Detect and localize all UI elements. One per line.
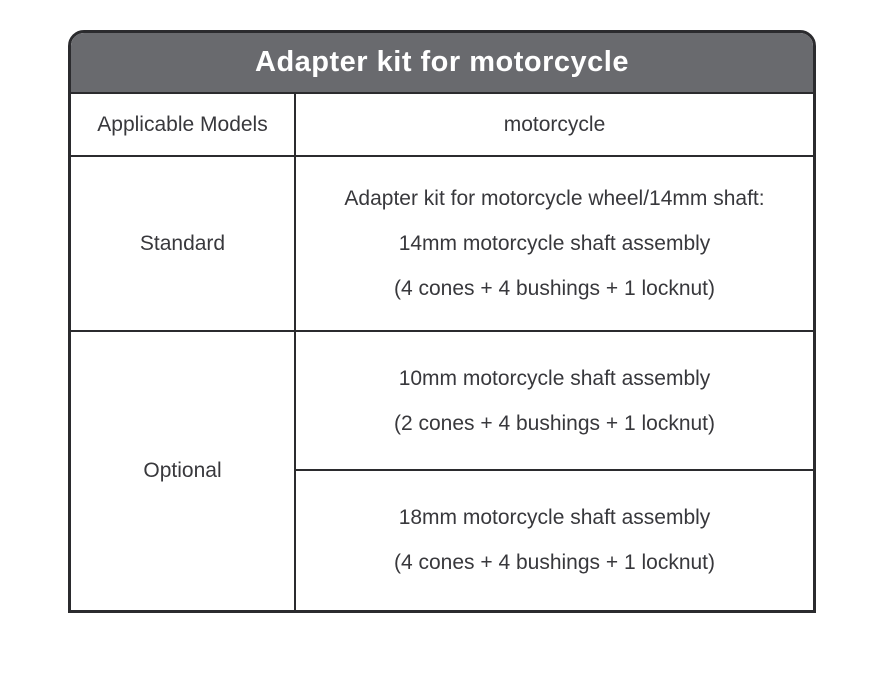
cell-line-optional-10mm-1: 10mm motorcycle shaft assembly: [398, 366, 711, 390]
row-label-applicable-models: Applicable Models: [71, 94, 296, 155]
row-label-standard: Standard: [71, 157, 296, 330]
cell-line-optional-18mm-1: 18mm motorcycle shaft assembly: [398, 505, 711, 529]
row-label-optional: Optional: [71, 332, 296, 610]
cell-applicable-models: motorcycle: [296, 94, 813, 155]
cell-optional-18mm: 18mm motorcycle shaft assembly (4 cones …: [296, 471, 813, 608]
table-row-optional: Optional 10mm motorcycle shaft assembly …: [71, 332, 813, 610]
cell-line-standard-3: (4 cones + 4 bushings + 1 locknut): [393, 277, 716, 300]
table-title: Adapter kit for motorcycle: [71, 33, 813, 94]
cell-line-optional-18mm-2: (4 cones + 4 bushings + 1 locknut): [393, 550, 716, 574]
cell-line-optional-10mm-2: (2 cones + 4 bushings + 1 locknut): [393, 411, 716, 435]
cell-line-standard-2: 14mm motorcycle shaft assembly: [398, 232, 711, 255]
cell-optional-group: 10mm motorcycle shaft assembly (2 cones …: [296, 332, 813, 610]
table-row-standard: Standard Adapter kit for motorcycle whee…: [71, 157, 813, 332]
cell-standard: Adapter kit for motorcycle wheel/14mm sh…: [296, 157, 813, 330]
cell-optional-10mm: 10mm motorcycle shaft assembly (2 cones …: [296, 332, 813, 471]
spec-table: Adapter kit for motorcycle Applicable Mo…: [68, 30, 816, 613]
cell-line-standard-1: Adapter kit for motorcycle wheel/14mm sh…: [344, 187, 765, 210]
table-row-applicable-models: Applicable Models motorcycle: [71, 94, 813, 157]
cell-line-models-value: motorcycle: [503, 113, 606, 136]
